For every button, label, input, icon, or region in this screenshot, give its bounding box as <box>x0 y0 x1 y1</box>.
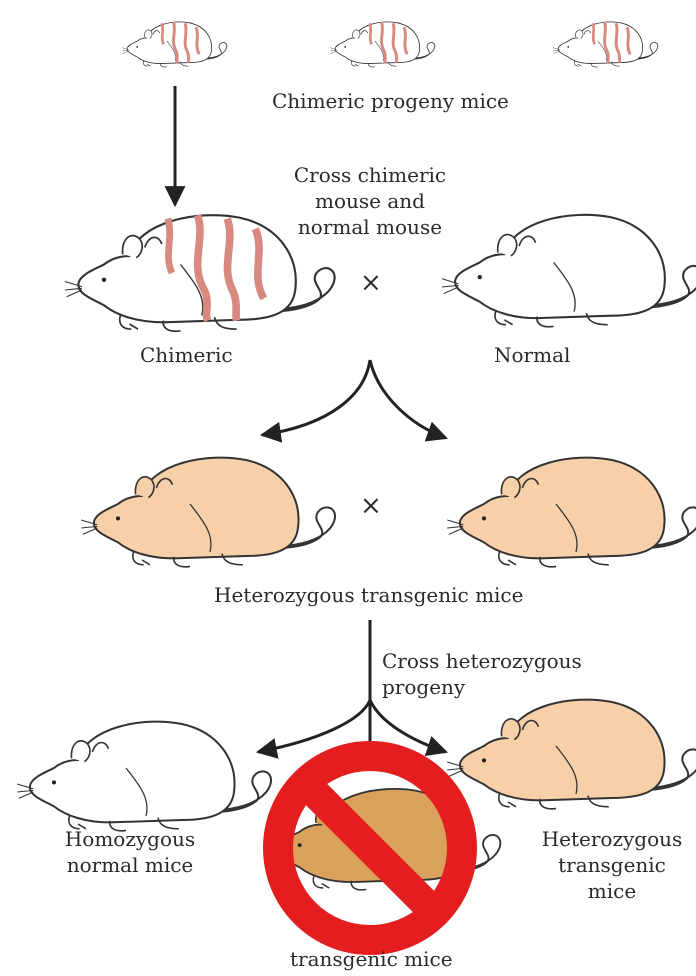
label-chimeric-progeny: Chimeric progeny mice <box>272 88 509 114</box>
label-heterozygous-mice: Heterozygous transgenic mice <box>214 582 523 608</box>
homozygous-normal-mouse <box>17 722 271 831</box>
label-homozygous-transgenic-partial: transgenic mice <box>290 946 453 972</box>
heterozygous-mouse-left <box>81 458 335 567</box>
heterozygous-transgenic-mouse-bottom <box>447 700 696 809</box>
normal-mouse <box>442 215 696 327</box>
cross-symbol-2: × <box>360 493 382 519</box>
chimeric-progeny-mouse-1 <box>122 22 227 67</box>
chimeric-progeny-mouse-2 <box>330 22 435 67</box>
label-normal: Normal <box>494 342 570 368</box>
heterozygous-mouse-right <box>447 458 696 567</box>
cross-symbol-1: × <box>360 270 382 296</box>
label-heterozygous-bottom: Heterozygous transgenic mice <box>542 826 683 904</box>
label-chimeric: Chimeric <box>140 342 233 368</box>
label-homozygous-normal: Homozygous normal mice <box>65 826 195 878</box>
label-cross-chimeric: Cross chimeric mouse and normal mouse <box>294 162 446 240</box>
split-arrow-right-1 <box>370 360 446 438</box>
chimeric-progeny-mouse-3 <box>553 22 658 67</box>
split-arrow-left-1 <box>262 360 370 435</box>
label-cross-heterozygous: Cross heterozygous progeny <box>382 648 582 700</box>
